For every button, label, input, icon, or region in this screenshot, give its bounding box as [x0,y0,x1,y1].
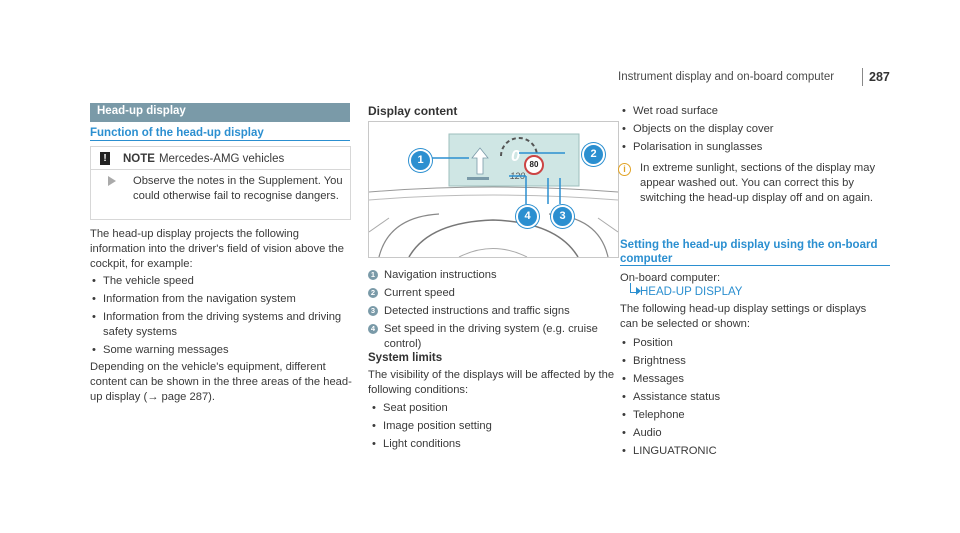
legend-item: 4 Set speed in the driving system (e.g. c… [368,322,618,352]
subheading-setting: Setting the head-up display using the on… [620,239,878,265]
menu-arrowhead-icon [636,287,641,295]
legend-number: 4 [368,324,378,334]
callout-4: 4 [516,205,539,228]
note-title-bold: NOTE [123,153,155,165]
list-item: Wet road surface [622,104,892,119]
list-item: Information from the driving systems and… [92,310,354,340]
feature-list: The vehicle speed Information from the n… [92,274,354,358]
page-number: 287 [869,70,890,84]
info-icon: i [618,163,631,176]
display-content-heading: Display content [368,104,458,118]
limits-list: Seat position Image position setting Lig… [372,401,618,452]
list-item: Telephone [622,408,887,423]
computer-label: On-board computer: [620,272,721,284]
list-item: LINGUATRONIC [622,444,887,459]
callout-1: 1 [409,149,432,172]
conditions-list: Wet road surface Objects on the display … [622,104,892,155]
hud-figure: 0 120 80 1 2 3 4 [368,121,619,258]
legend-item: 1 Navigation instructions [368,268,618,283]
subheading-rule [620,265,890,266]
menu-path: HEAD-UP DISPLAY [640,286,743,298]
list-item: The vehicle speed [92,274,354,289]
menu-arrow-icon [630,283,639,293]
legend-number: 2 [368,288,378,298]
info-text: In extreme sunlight, sections of the dis… [640,162,876,204]
note-divider [91,169,350,170]
list-item: Audio [622,426,887,441]
play-arrow-icon [108,176,116,186]
list-item: Position [622,336,887,351]
legend-text: Set speed in the driving system (e.g. cr… [384,323,598,350]
section-title: Head-up display [97,105,186,117]
legend-number: 3 [368,306,378,316]
list-item: Image position setting [372,419,618,434]
list-item: Polarisation in sunglasses [622,140,892,155]
settings-intro: The following head-up display settings o… [620,303,867,330]
traffic-sign: 80 [524,155,544,175]
callout-lines [423,152,565,204]
note-body: Observe the notes in the Supplement. You… [133,175,343,202]
running-header: Instrument display and on-board computer [618,71,835,83]
list-item: Assistance status [622,390,887,405]
list-item: Seat position [372,401,618,416]
list-item: Information from the navigation system [92,292,354,307]
list-item: Objects on the display cover [622,122,892,137]
note-title-text: Mercedes-AMG vehicles [158,153,285,165]
callout-2: 2 [582,143,605,166]
system-limits-heading: System limits [368,352,443,364]
intro-paragraph: The head-up display projects the followi… [90,228,344,270]
section-bar: Head-up display [90,103,350,122]
list-item: Messages [622,372,887,387]
header-divider [862,68,863,86]
limits-intro: The visibility of the displays will be a… [368,369,615,396]
legend-text: Detected instructions and traffic signs [384,305,570,317]
legend-item: 3 Detected instructions and traffic signs [368,304,618,319]
legend-number: 1 [368,270,378,280]
speed-value: 0 [511,148,520,165]
list-item: Brightness [622,354,887,369]
settings-list: Position Brightness Messages Assistance … [622,336,887,459]
subheading-function: Function of the head-up display [90,127,264,139]
closing-paragraph: Depending on the vehicle's equipment, di… [90,361,352,403]
hud-illustration [369,133,618,257]
list-item: Light conditions [372,437,618,452]
legend-text: Navigation instructions [384,269,497,281]
warning-icon: ! [100,152,110,165]
list-item: Some warning messages [92,343,354,358]
callout-3: 3 [551,205,574,228]
legend-text: Current speed [384,287,455,299]
legend-item: 2 Current speed [368,286,618,301]
subheading-rule [90,140,350,141]
